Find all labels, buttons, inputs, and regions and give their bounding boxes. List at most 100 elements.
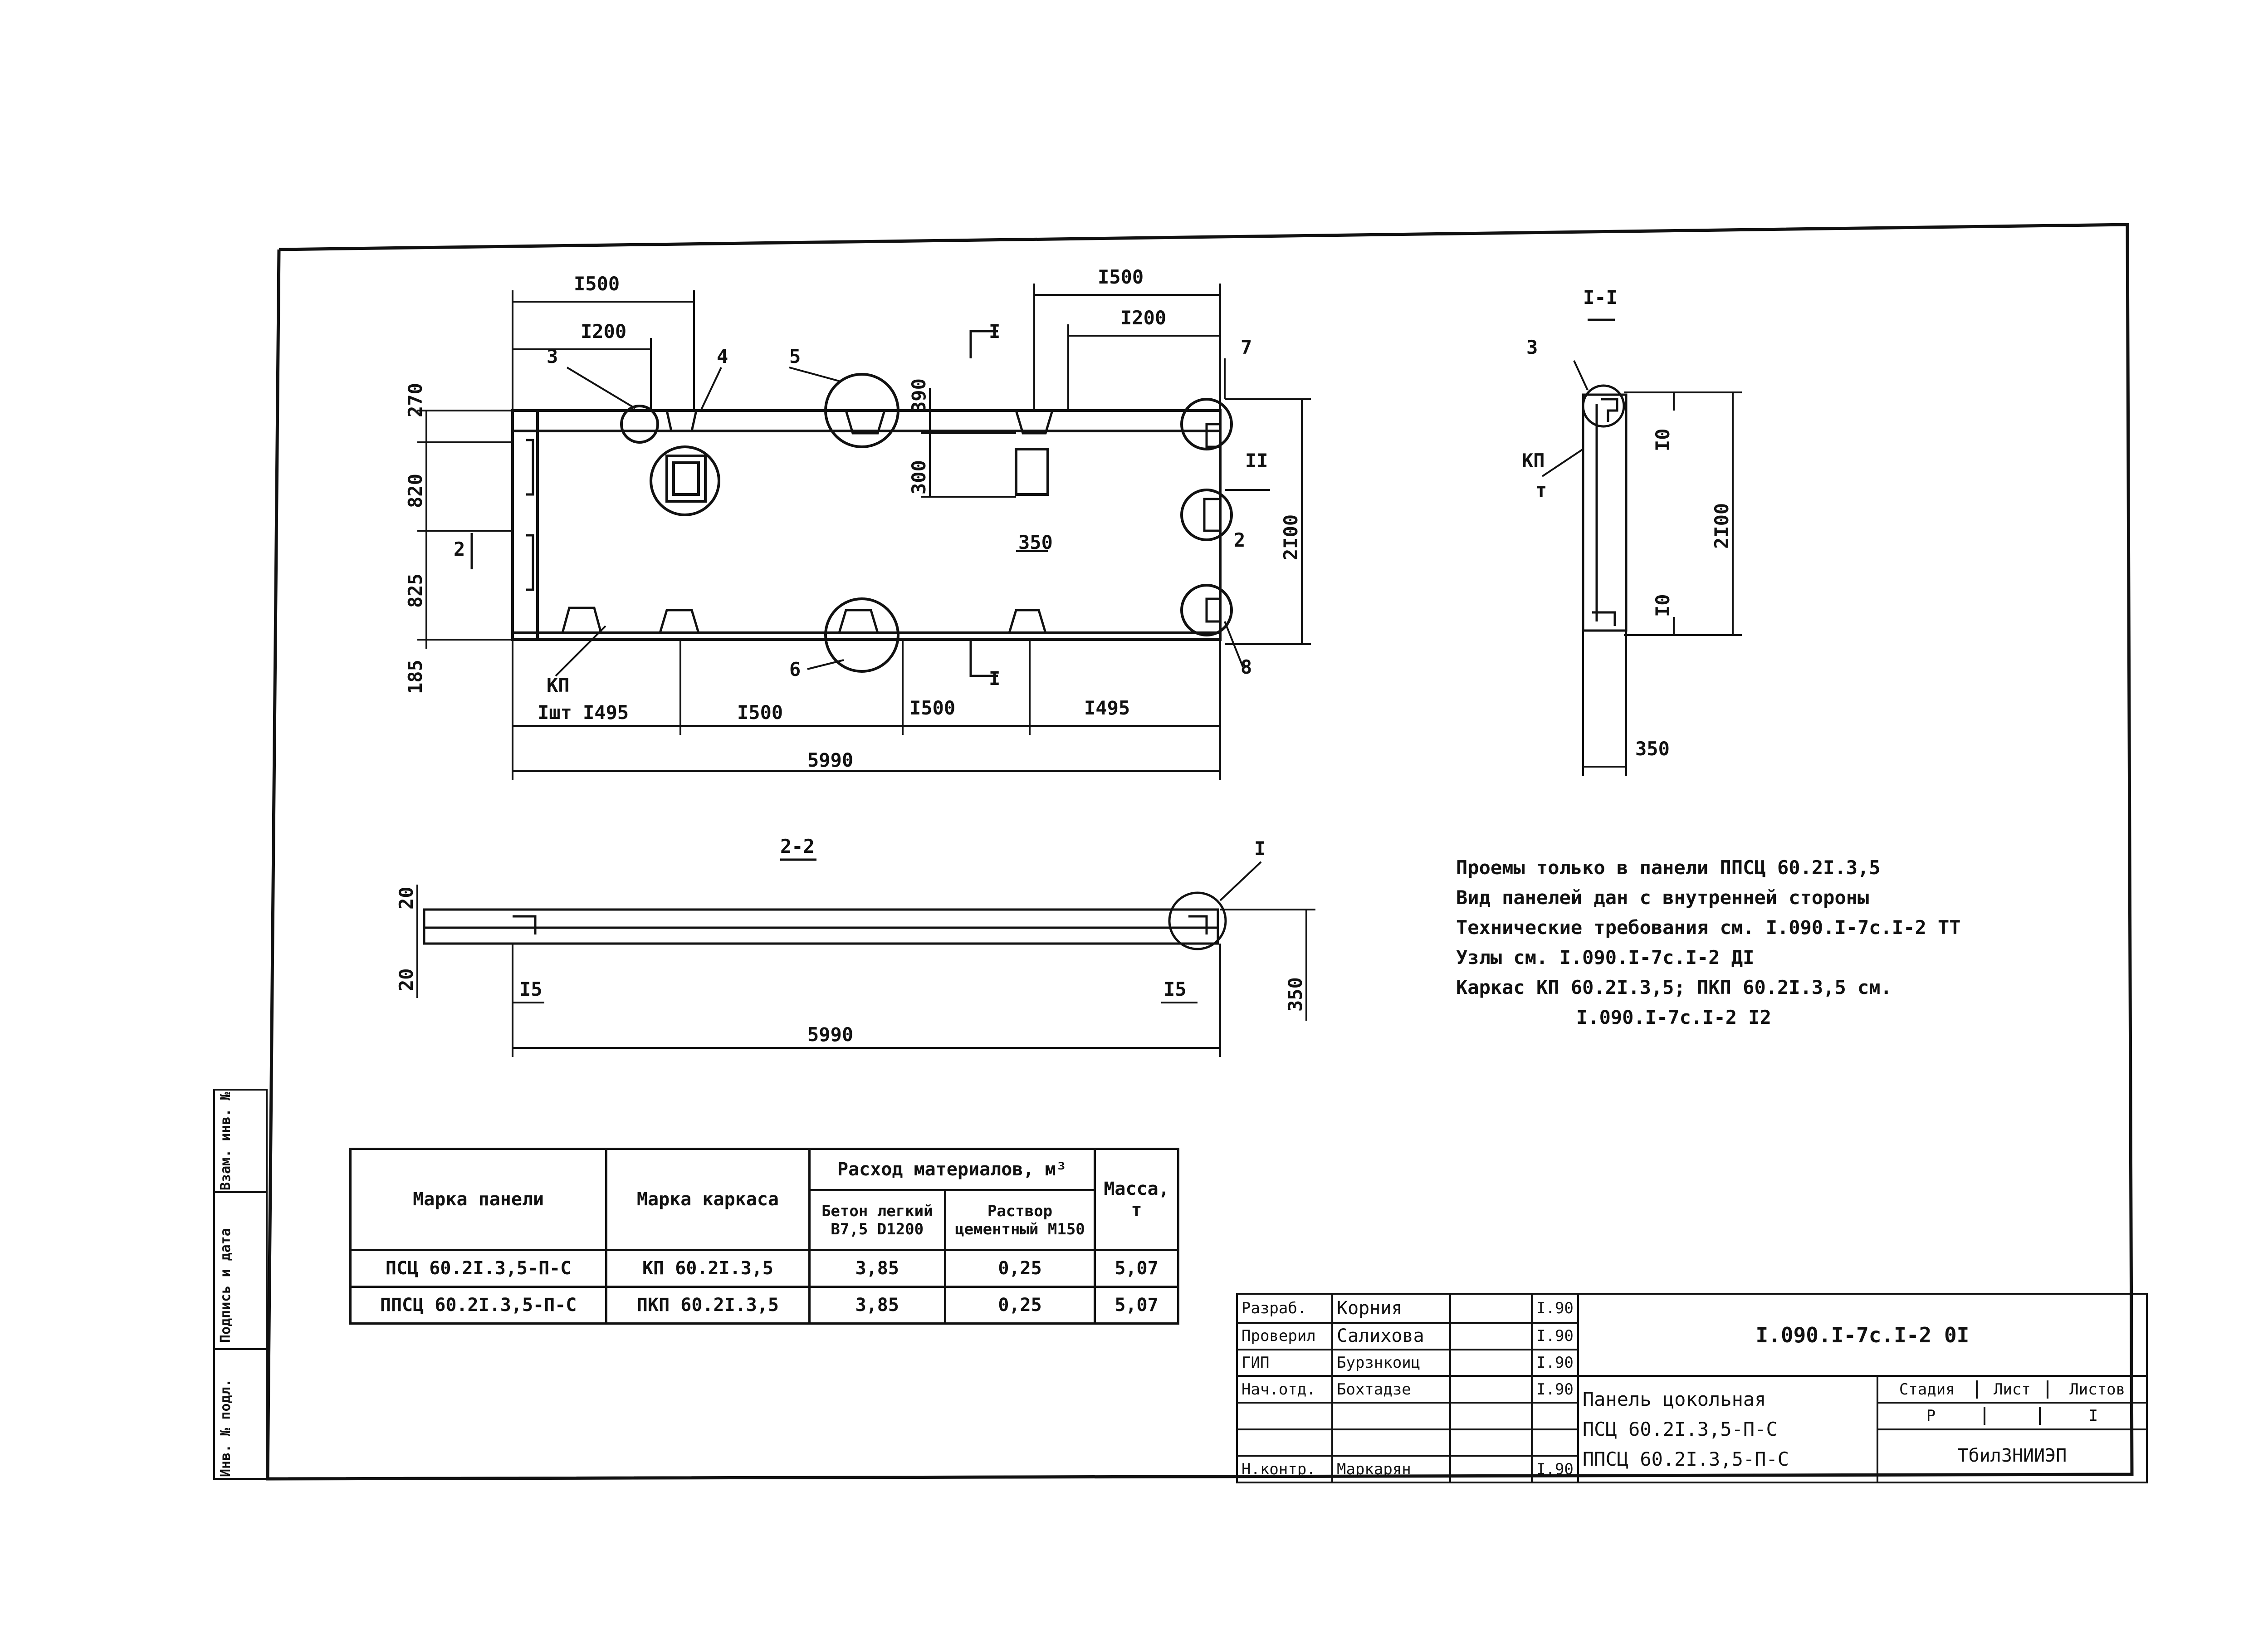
drawing-code: I.090.I-7с.I-2 0I — [1577, 1292, 2148, 1377]
stamp-role — [1236, 1401, 1333, 1430]
dim-1200-right: I200 — [1120, 307, 1166, 329]
stamp-date: I.90 — [1531, 1322, 1579, 1350]
title-block: Разраб. Корния I.90 I.090.I-7с.I-2 0I Пр… — [1236, 1292, 2148, 1484]
stamp-signature — [1449, 1401, 1533, 1430]
sheet-value — [1984, 1407, 2041, 1425]
callout-5: 5 — [789, 345, 801, 367]
cell-panel: ПСЦ 60.2I.3,5-П-С — [349, 1248, 608, 1288]
plan-dimensions — [417, 284, 1311, 780]
section-1-1-title: I-I — [1583, 286, 1618, 308]
stamp-date — [1531, 1401, 1579, 1430]
stamp-name — [1331, 1401, 1451, 1430]
dim-1200-left: I200 — [581, 320, 626, 342]
dim-2100-plan: 2I00 — [1280, 514, 1302, 560]
note-line: Технические требования см. I.090.I-7с.I-… — [1456, 916, 1961, 939]
cell-mass: 5,07 — [1094, 1285, 1179, 1325]
table-row: ППСЦ 60.2I.3,5-П-С ПКП 60.2I.3,5 3,85 0,… — [349, 1285, 1179, 1325]
side-cell-replace: Взам. инв. № — [213, 1089, 268, 1193]
dim-185: 185 — [404, 660, 426, 694]
sheets-value: I — [2088, 1407, 2098, 1425]
dim-20-bottom: 20 — [395, 968, 417, 991]
dim-350-inner: 350 — [1018, 531, 1053, 553]
dim-300: 300 — [908, 460, 930, 494]
dim-1495-left: I495 — [583, 701, 629, 724]
stamp-name: Корния — [1331, 1293, 1451, 1324]
label-kp: КП — [547, 674, 570, 696]
stamp-signature — [1449, 1293, 1533, 1324]
stamp-name — [1331, 1428, 1451, 1457]
cell-frame: КП 60.2I.3,5 — [605, 1248, 811, 1288]
plan-labels: I500 I200 I500 I200 3 4 5 7 II 2 8 6 I I… — [404, 266, 1302, 771]
title-line-2: ПСЦ 60.2I.3,5-П-С — [1582, 1418, 1778, 1440]
stamp-date: I.90 — [1531, 1293, 1579, 1324]
cell-mass: 5,07 — [1094, 1248, 1179, 1288]
stamp-signature — [1449, 1322, 1533, 1350]
note-line: Узлы см. I.090.I-7с.I-2 ДI — [1456, 946, 1755, 969]
dim-350-section: 350 — [1635, 738, 1670, 760]
stamp-date — [1531, 1428, 1579, 1457]
section-mark-top: I — [989, 320, 1000, 342]
label-kpt: Iшт — [538, 701, 572, 724]
header-sheet: Лист — [1976, 1380, 2049, 1399]
header-panel-mark: Марка панели — [349, 1148, 608, 1251]
dim-270: 270 — [404, 383, 426, 417]
callout-11: II — [1245, 450, 1268, 472]
cell-panel: ППСЦ 60.2I.3,5-П-С — [349, 1285, 608, 1325]
callout-2: 2 — [1234, 529, 1245, 551]
panel-outline — [511, 409, 1222, 641]
dim-1500-a: I500 — [737, 701, 783, 724]
stamp-role: Проверил — [1236, 1322, 1333, 1350]
note-line: Каркас КП 60.2I.3,5; ПКП 60.2I.3,5 см. — [1456, 976, 1892, 998]
section-1-1-labels: I-I 3 КП т I0 I0 2I00 350 — [1522, 286, 1733, 760]
dim-10-top: I0 — [1652, 428, 1674, 451]
dim-2100-section: 2I00 — [1711, 503, 1733, 549]
stamp-date: I.90 — [1531, 1375, 1579, 1404]
stamp-name: Бурзнкоиц — [1331, 1348, 1451, 1377]
stamp-name: Бохтадзе — [1331, 1375, 1451, 1404]
stamp-role: Разраб. — [1236, 1293, 1333, 1324]
header-frame-mark: Марка каркаса — [605, 1148, 811, 1251]
stage-block: Стадия Лист Листов — [1876, 1375, 2148, 1404]
section-1-1-callout: 3 — [1526, 336, 1538, 358]
section-1-1-outline — [1582, 393, 1628, 632]
organization-name: ТбилЗНИИЭП — [1876, 1428, 2148, 1484]
header-mass: Масса, т — [1094, 1148, 1179, 1251]
dim-350-2-2: 350 — [1284, 977, 1306, 1012]
cell-concrete: 3,85 — [808, 1285, 946, 1325]
drawing-title: Панель цокольная ПСЦ 60.2I.3,5-П-С ППСЦ … — [1577, 1375, 1878, 1483]
header-stage: Стадия — [1878, 1380, 1978, 1399]
side-strip: Взам. инв. № Подпись и дата Инв. № подл. — [213, 1089, 268, 1483]
dim-1500-left: I500 — [574, 273, 620, 295]
dim-820: 820 — [404, 474, 426, 508]
stage-values: Р I — [1876, 1401, 2148, 1430]
title-line-1: Панель цокольная — [1582, 1388, 1766, 1410]
header-sheets: Листов — [2069, 1380, 2126, 1399]
stamp-date: I.90 — [1531, 1348, 1579, 1377]
stamp-name: Маркарян — [1331, 1455, 1451, 1483]
dim-5990-2-2: 5990 — [807, 1023, 853, 1046]
side-label-inventory: Инв. № подл. — [218, 1379, 234, 1477]
header-concrete: Бетон легкий В7,5 D1200 — [808, 1189, 946, 1251]
stamp-date: I.90 — [1531, 1455, 1579, 1483]
side-label-signature: Подпись и дата — [218, 1228, 234, 1343]
stamp-signature — [1449, 1375, 1533, 1404]
dim-825: 825 — [404, 573, 426, 608]
stamp-name: Салихова — [1331, 1322, 1451, 1350]
cell-mortar: 0,25 — [943, 1248, 1096, 1288]
dim-15-left: I5 — [519, 978, 543, 1000]
section-2-2 — [416, 858, 1315, 1057]
materials-table: Марка панели Марка каркаса Расход матери… — [349, 1147, 1179, 1325]
callout-3: 3 — [547, 345, 558, 367]
stamp-role: Н.контр. — [1236, 1455, 1333, 1483]
callout-7: 7 — [1241, 336, 1252, 358]
dim-20-top: 20 — [395, 886, 417, 910]
note-line: I.090.I-7с.I-2 I2 — [1576, 1006, 1771, 1028]
side-label-replace: Взам. инв. № — [218, 1092, 234, 1190]
stamp-role — [1236, 1428, 1333, 1457]
callout-6: 6 — [789, 658, 801, 680]
stamp-role: Нач.отд. — [1236, 1375, 1333, 1404]
note-line: Вид панелей дан с внутренней стороны — [1456, 886, 1869, 909]
title-line-3: ППСЦ 60.2I.3,5-П-С — [1582, 1448, 1789, 1470]
panel-plan — [470, 330, 1270, 677]
